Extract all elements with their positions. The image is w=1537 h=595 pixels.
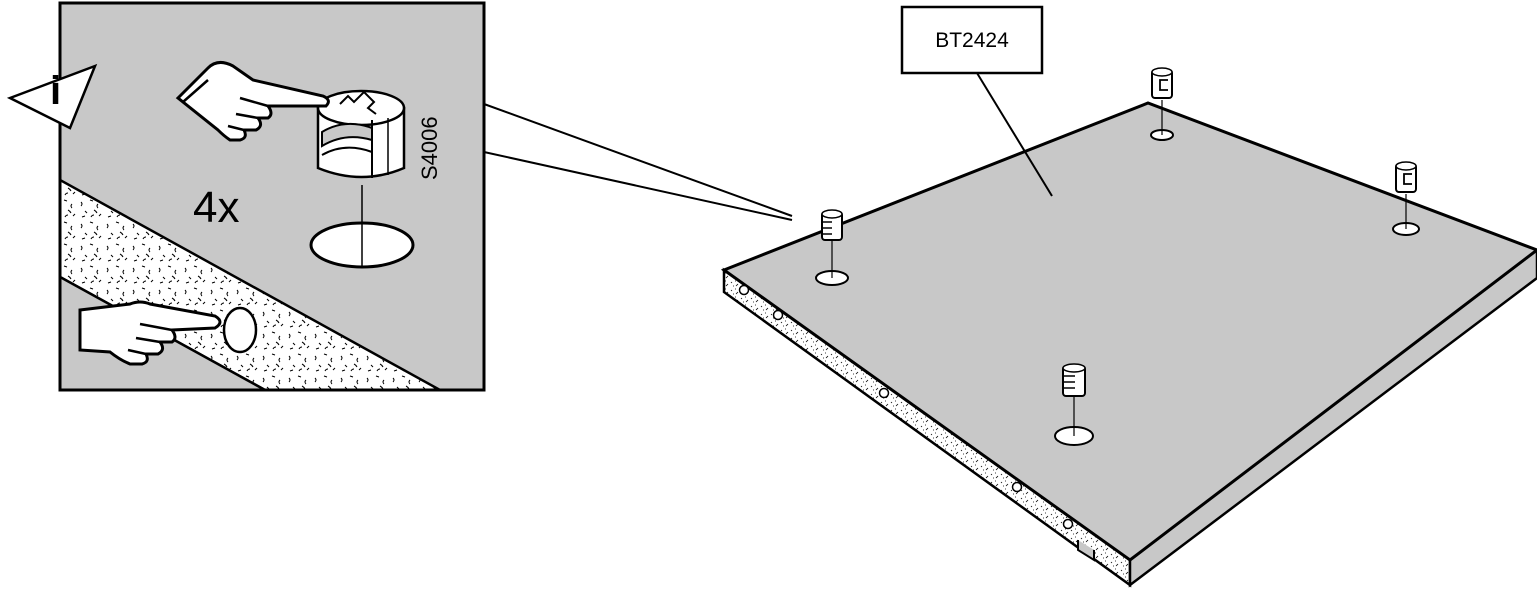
cam-lock-fitting-icon: [316, 89, 406, 179]
cam-dowel-icon: [1054, 363, 1094, 446]
zoom-inset: S4006 4x: [58, 1, 486, 392]
pointing-hand-icon-lower: [78, 300, 222, 366]
board-panel: [720, 101, 1537, 588]
cam-dowel-icon: [1392, 161, 1420, 236]
callout-line-upper: [483, 103, 793, 217]
part-label: BT2424: [935, 29, 1009, 52]
fitting-code-label: S4006: [417, 116, 442, 180]
part-label-callout: BT2424: [900, 5, 1053, 197]
pointing-hand-icon: [175, 61, 330, 142]
cam-dowel-icon: [815, 209, 849, 286]
info-symbol: i: [50, 69, 61, 113]
cam-dowel-icon: [1150, 67, 1174, 141]
board-top-surface: [720, 101, 1537, 562]
quantity-label: 4x: [193, 183, 239, 232]
edge-hole-icon: [222, 306, 258, 354]
info-icon: i: [6, 63, 98, 130]
callout-line-lower: [483, 151, 793, 221]
